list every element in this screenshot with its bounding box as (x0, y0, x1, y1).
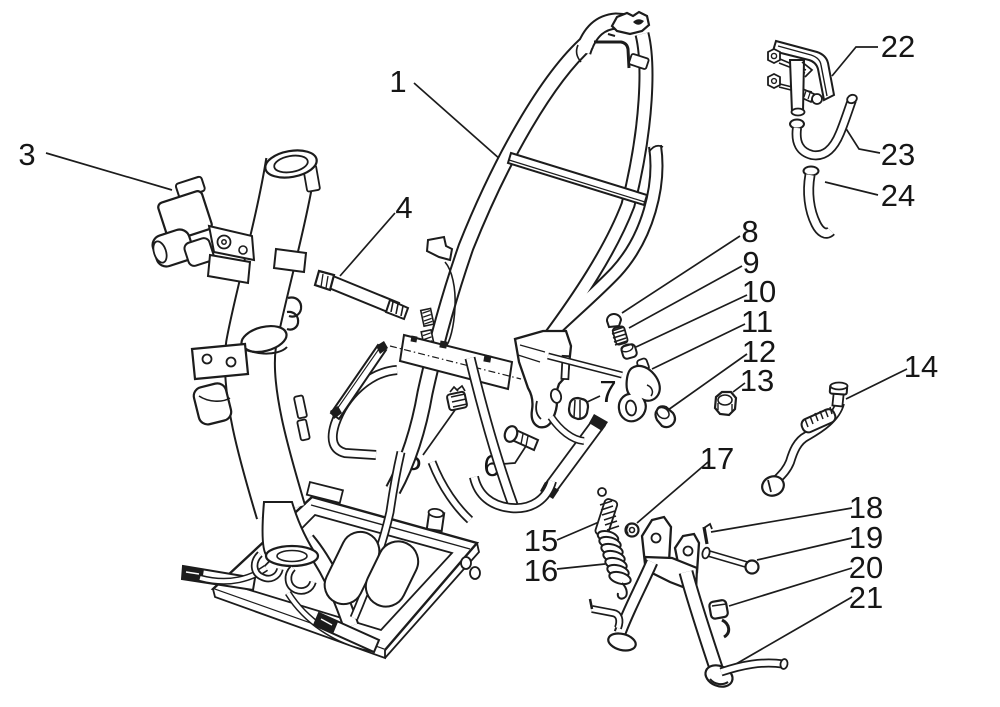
svg-text:24: 24 (881, 178, 915, 213)
svg-text:21: 21 (849, 580, 883, 615)
svg-text:17: 17 (700, 441, 734, 476)
svg-text:14: 14 (904, 349, 938, 384)
svg-text:4: 4 (395, 190, 412, 225)
svg-text:7: 7 (599, 374, 616, 409)
svg-text:23: 23 (881, 137, 915, 172)
svg-text:8: 8 (741, 214, 758, 249)
svg-text:22: 22 (881, 29, 915, 64)
svg-text:19: 19 (849, 520, 883, 555)
svg-text:13: 13 (740, 363, 774, 398)
svg-text:12: 12 (742, 334, 776, 369)
svg-text:11: 11 (741, 304, 773, 339)
svg-text:10: 10 (742, 274, 776, 309)
svg-text:9: 9 (742, 245, 759, 280)
svg-text:16: 16 (524, 553, 558, 588)
svg-text:1: 1 (389, 64, 406, 99)
svg-text:18: 18 (849, 490, 883, 525)
svg-text:15: 15 (524, 523, 558, 558)
svg-text:3: 3 (18, 137, 35, 172)
svg-text:20: 20 (849, 550, 883, 585)
